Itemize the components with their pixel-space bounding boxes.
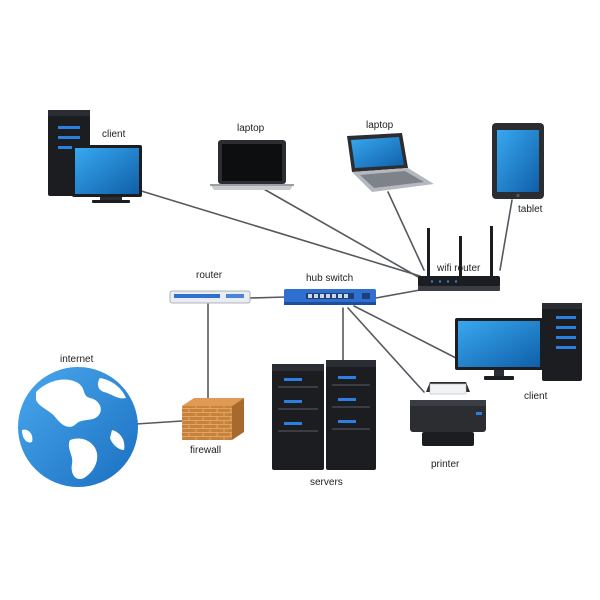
tablet-label: tablet (518, 204, 543, 215)
switch-icon (284, 289, 376, 305)
firewall-label: firewall (190, 445, 221, 456)
server-rack-icon (272, 360, 376, 470)
cable-tablet-to-wifi-router (499, 199, 513, 271)
internet-label: internet (60, 354, 94, 365)
tower (542, 303, 582, 381)
laptop-1-node: laptop (210, 123, 294, 190)
firewall-node: firewall (182, 398, 244, 456)
hub-switch-node: hub switch (284, 273, 376, 305)
wifi-router-icon (418, 226, 500, 291)
printer-icon (410, 382, 486, 446)
tablet-icon (492, 123, 544, 199)
internet-node: internet (18, 354, 138, 487)
cable-laptop2-to-wifi-router (387, 191, 425, 271)
router-icon (169, 290, 251, 304)
laptop-2-label: laptop (366, 120, 394, 131)
cable-laptop1-to-wifi-router (261, 187, 421, 279)
laptop-1-label: laptop (237, 123, 265, 134)
client-right-label: client (524, 391, 548, 402)
firewall-icon (182, 398, 244, 440)
servers-label: servers (310, 477, 343, 488)
wifi-router-label: wifi router (436, 263, 481, 274)
cable-wifi-router-to-switch (375, 289, 421, 299)
desktop-icon (48, 110, 142, 203)
client-right-node: client (455, 303, 582, 402)
laptop-icon (347, 133, 434, 192)
laptop-icon (210, 140, 294, 190)
printer-label: printer (431, 459, 460, 470)
cables (135, 187, 513, 425)
hub-switch-label: hub switch (306, 273, 353, 284)
cable-client-to-wifi-router (137, 189, 421, 277)
tablet-node: tablet (492, 123, 544, 215)
printer-node: printer (410, 382, 486, 470)
laptop-2-node: laptop (347, 120, 434, 192)
servers-node: servers (272, 360, 376, 488)
router-node: router (169, 270, 251, 304)
cable-router-to-switch (249, 296, 287, 299)
wifi-router-node: wifi router (418, 226, 500, 291)
cable-switch-to-printer (347, 307, 425, 393)
router-label: router (196, 270, 223, 281)
client-left-node: client (48, 110, 142, 203)
client-left-label: client (102, 129, 126, 140)
desktop-icon (455, 303, 582, 381)
cable-switch-to-client-right (353, 305, 457, 359)
globe-icon (18, 367, 138, 487)
cable-firewall-to-internet (135, 420, 183, 425)
